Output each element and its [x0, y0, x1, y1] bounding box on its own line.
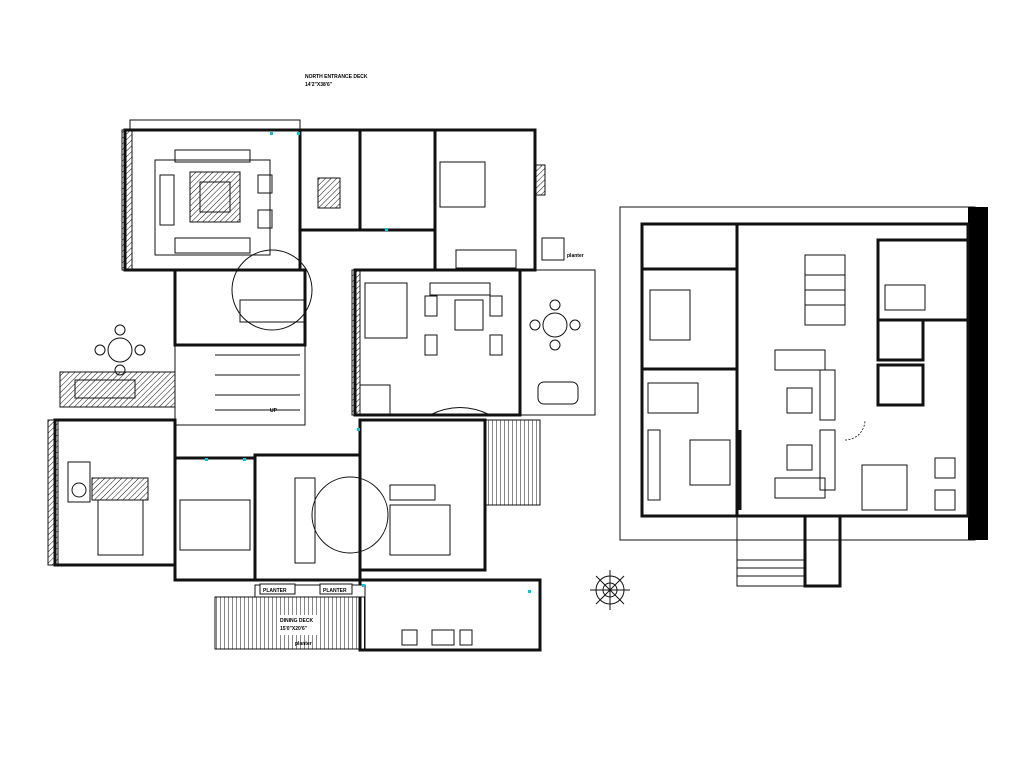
north-deck-size: 14'2"X38'6" [305, 82, 333, 88]
dining-deck-label: DINING DECK [280, 618, 313, 624]
dining-deck-size: 15'0"X20'6" [280, 626, 308, 632]
planter-label-side: planter [295, 641, 312, 647]
upper-floor-plan [619, 206, 988, 588]
upper-staircase [804, 254, 846, 326]
north-deck-label: NORTH ENTRANCE DECK [305, 74, 368, 80]
up-label: UP [270, 408, 278, 414]
ground-floor-plan: NORTH ENTRANCE DECK 14'2"X38'6" UP [47, 74, 596, 652]
planter-label-2: PLANTER [323, 588, 347, 594]
staircase [174, 344, 306, 426]
planter-label-1: PLANTER [263, 588, 287, 594]
planter-label-small: planter [567, 253, 584, 259]
north-compass-symbol [590, 570, 630, 610]
